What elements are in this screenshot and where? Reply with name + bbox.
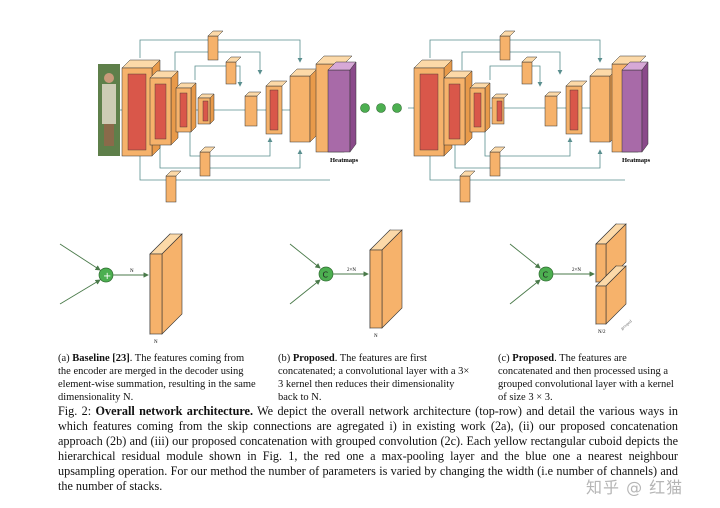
diagram-a-n: N (130, 269, 134, 274)
caption-text: We depict the overall network architectu… (58, 404, 678, 493)
diagram-c-2n: 2×N (572, 268, 581, 273)
subcaption-c-text: . The features are concatenated and then… (498, 353, 674, 403)
hourglass-left: Heatmaps (98, 30, 359, 203)
sum-symbol: + (103, 271, 111, 282)
concat-symbol-c: C (543, 271, 549, 280)
subcaption-b-tag: (b) (278, 353, 291, 364)
diagram-b-2n: 2×N (347, 268, 356, 273)
caption-prefix: Fig. 2: (58, 404, 96, 418)
subcaption-b: (b) Proposed. The features are first con… (278, 352, 474, 404)
heatmaps-label: Heatmaps (330, 157, 359, 164)
diagram-b: C 2×N N (289, 229, 403, 339)
hourglass-right: Heatmaps (408, 30, 651, 203)
heatmaps-label-right: Heatmaps (622, 157, 651, 164)
skip-modules (165, 30, 242, 203)
stack-dots (360, 103, 402, 113)
subcaption-b-text: . The features are first concatenated; a… (278, 353, 470, 403)
diagram-c-n2: N/2 (598, 330, 606, 335)
diagram-c-side-text: grouped (619, 319, 632, 331)
caption-bold: Overall network architecture. (95, 404, 254, 418)
subcaption-b-bold: Proposed (292, 353, 335, 364)
diagram-a-out: N (154, 340, 158, 345)
architecture-figure: Heatmaps (59, 30, 651, 345)
subcaption-a-tag: (a) (58, 353, 70, 364)
subcaption-a: (a) Baseline [23]. The features coming f… (58, 352, 258, 404)
subcaption-a-bold: Baseline [23] (72, 353, 130, 364)
figure-caption: Fig. 2: Overall network architecture. We… (58, 404, 678, 494)
diagram-c: C 2×N N/2 grouped (509, 223, 633, 335)
decoder-blocks (244, 55, 357, 153)
subcaption-c: (c) Proposed. The features are concatena… (498, 352, 684, 404)
subcaption-a-text: . The features coming from the encoder a… (58, 353, 256, 403)
concat-symbol: C (323, 271, 329, 280)
encoder-blocks (121, 59, 215, 157)
diagram-b-n: N (374, 334, 378, 339)
watermark: 知乎 @ 红猫 (586, 478, 684, 497)
subcaption-c-bold: Proposed (512, 353, 555, 364)
diagram-a: + N N (59, 233, 183, 345)
subcaption-c-tag: (c) (498, 353, 510, 364)
